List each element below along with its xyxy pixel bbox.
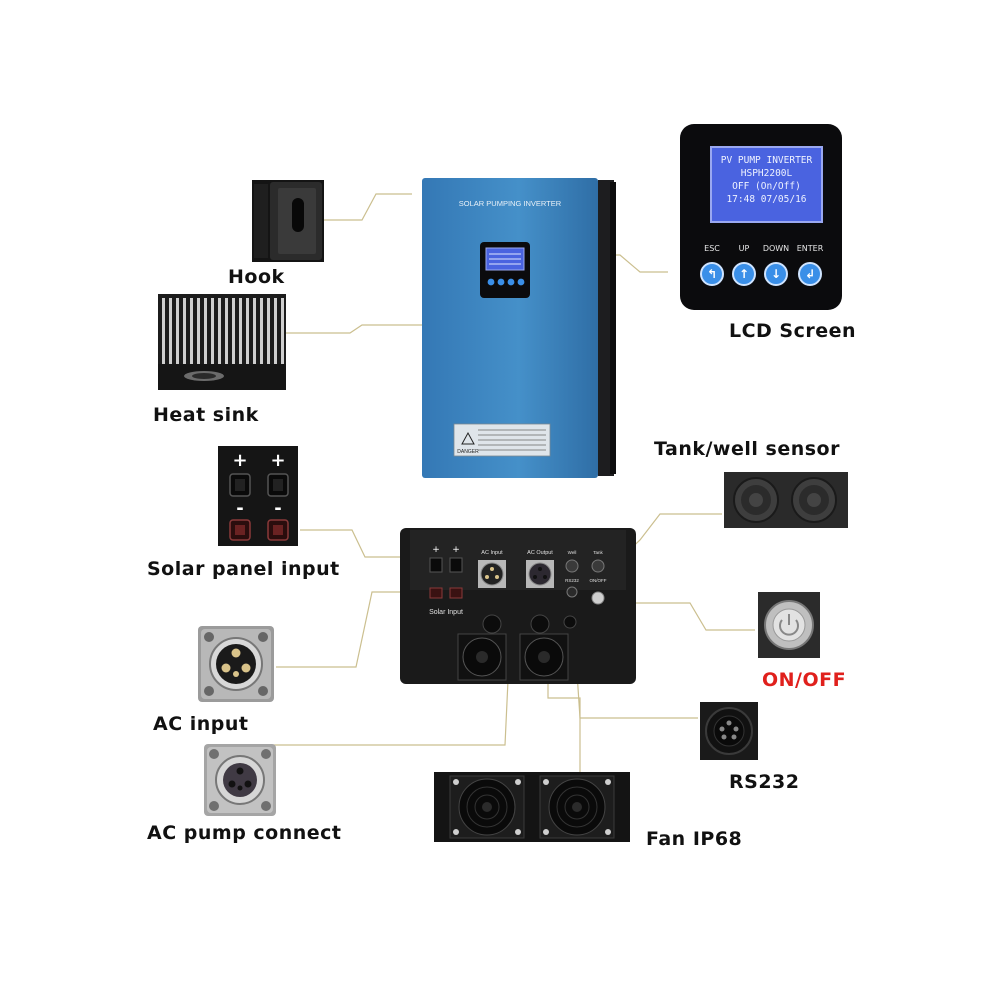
danger-word: DANGER [457, 449, 479, 455]
heat-sink-fin [274, 298, 277, 366]
lcd-line-2: HSPH2200L [740, 168, 793, 179]
leader-fan [547, 676, 581, 772]
lcd-line-4: 17:48 07/05/16 [726, 194, 807, 205]
bottom-well-text: Well [568, 550, 577, 555]
heat-sink-fin [281, 298, 284, 366]
solar-input-thumbnail: + + - - [218, 446, 298, 546]
hook-thumbnail [252, 180, 324, 262]
heat-sink-thumbnail [158, 294, 286, 390]
leader-heat-sink [285, 324, 428, 334]
heat-sink-fin [239, 298, 242, 366]
bottom-ac-output-text: AC Output [527, 550, 553, 556]
solar-panel-input-label: Solar panel input [147, 558, 340, 580]
ac-pump-connect-label: AC pump connect [147, 822, 342, 844]
heat-sink-fin [253, 298, 256, 366]
heat-sink-fin [211, 298, 214, 366]
lcd-down-label: DOWN [762, 244, 790, 253]
heat-sink-fin [190, 298, 193, 366]
heat-sink-fin [267, 298, 270, 366]
lcd-up-label: UP [738, 244, 750, 253]
heat-sink-fin [162, 298, 165, 366]
heat-sink-fin [260, 298, 263, 366]
heat-sink-fin [176, 298, 179, 366]
bottom-ac-input-text: AC Input [481, 550, 503, 556]
esc-button-icon: ↰ [700, 262, 724, 286]
heat-sink-fin [246, 298, 249, 366]
inverter-title: SOLAR PUMPING INVERTER [459, 199, 562, 208]
fan-right-icon [539, 775, 615, 839]
fan-thumbnail [434, 772, 630, 842]
bottom-tank-text: Tank [593, 550, 603, 555]
on-off-label: ON/OFF [762, 669, 847, 691]
plus-sign-left: + [232, 450, 247, 471]
bottom-onoff-text: ON/OFF [590, 578, 607, 583]
heat-sink-fin [232, 298, 235, 366]
lcd-line-3: OFF (On/Off) [732, 181, 801, 192]
heat-sink-fin [169, 298, 172, 366]
bottom-rs232-text: RS232 [565, 578, 579, 583]
heat-sink-label: Heat sink [153, 404, 259, 426]
rs232-label: RS232 [729, 771, 800, 793]
heat-sink-fin [197, 298, 200, 366]
on-off-switch-thumbnail [758, 592, 820, 658]
bottom-plus-2: + [452, 545, 460, 555]
bottom-solar-input-text: Solar Input [429, 609, 463, 616]
inverter-front: SOLAR PUMPING INVERTER DANGER [422, 178, 616, 478]
enter-button-icon: ↲ [798, 262, 822, 286]
heat-sink-fin [183, 298, 186, 366]
lcd-screen-label: LCD Screen [729, 320, 857, 342]
heat-sink-fin [204, 298, 207, 366]
heat-sink-fin [218, 298, 221, 366]
inverter-bottom-panel: + + Solar Input AC Input AC Output Well … [400, 528, 636, 684]
lcd-line-1: PV PUMP INVERTER [720, 155, 813, 166]
heat-sink-fin [225, 298, 228, 366]
lcd-glass: PV PUMP INVERTER HSPH2200L OFF (On/Off) … [710, 146, 823, 223]
tank-well-sensor-label: Tank/well sensor [654, 438, 840, 460]
lcd-esc-label: ESC [704, 244, 720, 253]
minus-sign-left: - [236, 498, 243, 519]
fan-left-icon [449, 775, 525, 839]
down-button-icon: ↓ [764, 262, 788, 286]
up-button-icon: ↑ [732, 262, 756, 286]
ac-input-thumbnail [198, 626, 274, 702]
bottom-plus-1: + [432, 545, 440, 555]
lcd-enter-label: ENTER [796, 244, 824, 253]
plus-sign-right: + [270, 450, 285, 471]
power-icon [779, 619, 799, 636]
rs232-thumbnail [700, 702, 758, 760]
fan-ip68-label: Fan IP68 [646, 828, 743, 850]
keyhole-slot-icon [292, 198, 304, 232]
minus-sign-right: - [274, 498, 281, 519]
tank-well-sensor-thumbnail [724, 472, 848, 528]
ac-input-label: AC input [153, 713, 249, 735]
hook-label: Hook [228, 266, 285, 288]
leader-hook [320, 193, 412, 221]
ac-pump-connect-thumbnail [204, 744, 276, 816]
